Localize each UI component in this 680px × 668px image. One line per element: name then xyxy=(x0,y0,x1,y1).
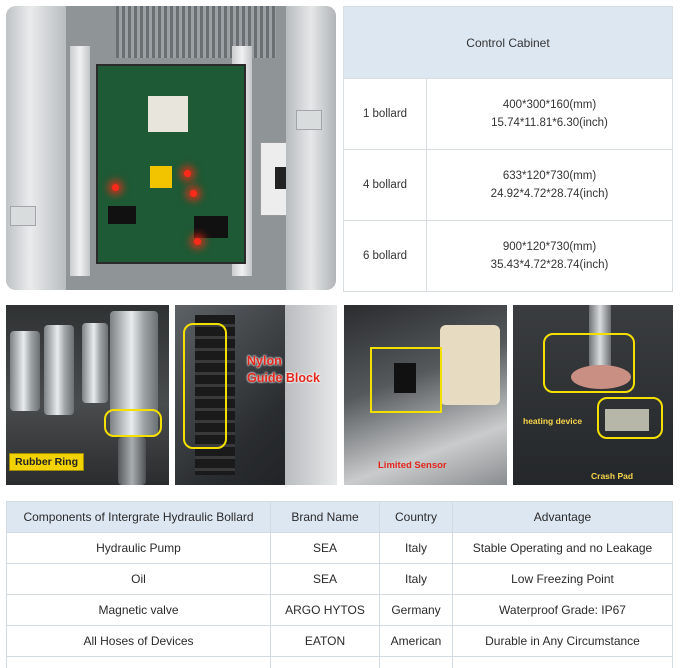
nylon-label-line: Nylon xyxy=(247,354,282,368)
advantage-cell: Low Freezing Point xyxy=(452,563,673,595)
bollard-cylinder xyxy=(10,331,40,411)
heating-device-label: heating device xyxy=(523,416,583,426)
size-mm: 900*120*730(mm) xyxy=(502,241,597,253)
component-cell: Oil xyxy=(6,563,271,595)
empty-cell xyxy=(270,656,380,668)
bollard-cylinder xyxy=(82,323,108,403)
empty-cell xyxy=(452,656,673,668)
power-supply-unit xyxy=(116,6,276,58)
heating-device-photo: heating device Crash Pad xyxy=(513,305,673,485)
bollard-base xyxy=(118,437,146,485)
table-row: Hydraulic Pump SEA Italy Stable Operatin… xyxy=(6,532,673,564)
column-header: Advantage xyxy=(452,501,673,533)
cabinet-row-value: 633*120*730(mm) 24.92*4.72*28.74(inch) xyxy=(426,149,673,221)
sensor-highlight xyxy=(370,347,442,413)
advantage-cell: Waterproof Grade: IP67 xyxy=(452,594,673,626)
rubber-ring-label: Rubber Ring xyxy=(9,453,84,471)
door-hinge xyxy=(10,206,36,226)
sensor-body xyxy=(394,363,416,393)
mount-block xyxy=(440,325,500,405)
country-cell: American xyxy=(379,625,453,657)
bollard-cylinder xyxy=(44,325,74,415)
component-cell: Hydraulic Pump xyxy=(6,532,271,564)
country-cell: Italy xyxy=(379,563,453,595)
table-row: All Hoses of Devices EATON American Dura… xyxy=(6,625,673,657)
cabinet-frame-right xyxy=(286,6,336,290)
component-cell: All Hoses of Devices xyxy=(6,625,271,657)
country-cell: Germany xyxy=(379,594,453,626)
components-table: Components of Intergrate Hydraulic Bolla… xyxy=(6,501,673,668)
limited-sensor-photo: Limited Sensor xyxy=(344,305,507,485)
heating-device-highlight xyxy=(543,333,635,393)
crash-pad-block xyxy=(605,409,649,431)
guide-block-label-line: Guide Block xyxy=(247,371,320,385)
door-hinge xyxy=(296,110,322,130)
table-row: Magnetic valve ARGO HYTOS Germany Waterp… xyxy=(6,594,673,626)
chip xyxy=(108,206,136,224)
metal-frame xyxy=(285,305,337,485)
table-header-row: Components of Intergrate Hydraulic Bolla… xyxy=(6,501,673,533)
country-cell: Italy xyxy=(379,532,453,564)
cabinet-row-label: 4 bollard xyxy=(343,149,427,221)
din-rail xyxy=(70,46,90,276)
component-cell: Magnetic valve xyxy=(6,594,271,626)
bollard-cylinder xyxy=(110,311,158,437)
advantage-cell: Durable in Any Circumstance xyxy=(452,625,673,657)
empty-cell xyxy=(6,656,271,668)
control-cabinet-photo xyxy=(6,6,336,290)
nylon-guide-block-photo: Nylon Guide Block xyxy=(175,305,337,485)
advantage-cell: Stable Operating and no Leakage xyxy=(452,532,673,564)
rubber-ring-photo: Rubber Ring xyxy=(6,305,169,485)
guide-block-highlight xyxy=(183,323,227,449)
high-voltage-warning-icon xyxy=(150,166,172,188)
empty-cell xyxy=(379,656,453,668)
cabinet-row-value: 900*120*730(mm) 35.43*4.72*28.74(inch) xyxy=(426,220,673,292)
size-mm: 400*300*160(mm) xyxy=(502,99,597,111)
table-row: Oil SEA Italy Low Freezing Point xyxy=(6,563,673,595)
status-led xyxy=(190,190,197,197)
cabinet-row-value: 400*300*160(mm) 15.74*11.81*6.30(inch) xyxy=(426,78,673,150)
column-header: Country xyxy=(379,501,453,533)
column-header: Components of Intergrate Hydraulic Bolla… xyxy=(6,501,271,533)
relay-module xyxy=(148,96,188,132)
table-row-partial xyxy=(6,656,673,668)
size-inch: 35.43*4.72*28.74(inch) xyxy=(490,259,609,271)
cabinet-row-label: 1 bollard xyxy=(343,78,427,150)
status-led xyxy=(184,170,191,177)
brand-cell: SEA xyxy=(270,563,380,595)
chip xyxy=(194,216,228,238)
status-led xyxy=(194,238,201,245)
status-led xyxy=(112,184,119,191)
nylon-guide-block-label: Nylon Guide Block xyxy=(247,353,320,387)
cabinet-size-table: Control Cabinet 1 bollard 400*300*160(mm… xyxy=(343,6,673,292)
brand-cell: EATON xyxy=(270,625,380,657)
breaker-switch xyxy=(275,167,289,189)
cabinet-table-header: Control Cabinet xyxy=(343,6,673,79)
heating-plate xyxy=(571,365,631,389)
crash-pad-label: Crash Pad xyxy=(591,471,634,481)
brand-cell: ARGO HYTOS xyxy=(270,594,380,626)
rubber-ring-highlight xyxy=(104,409,162,437)
cabinet-row-label: 6 bollard xyxy=(343,220,427,292)
size-mm: 633*120*730(mm) xyxy=(502,170,597,182)
limited-sensor-label: Limited Sensor xyxy=(378,460,447,471)
size-inch: 24.92*4.72*28.74(inch) xyxy=(490,188,609,200)
size-inch: 15.74*11.81*6.30(inch) xyxy=(491,117,608,129)
cabinet-frame-left xyxy=(6,6,66,290)
control-board xyxy=(96,64,246,264)
brand-cell: SEA xyxy=(270,532,380,564)
column-header: Brand Name xyxy=(270,501,380,533)
crash-pad-highlight xyxy=(597,397,663,439)
